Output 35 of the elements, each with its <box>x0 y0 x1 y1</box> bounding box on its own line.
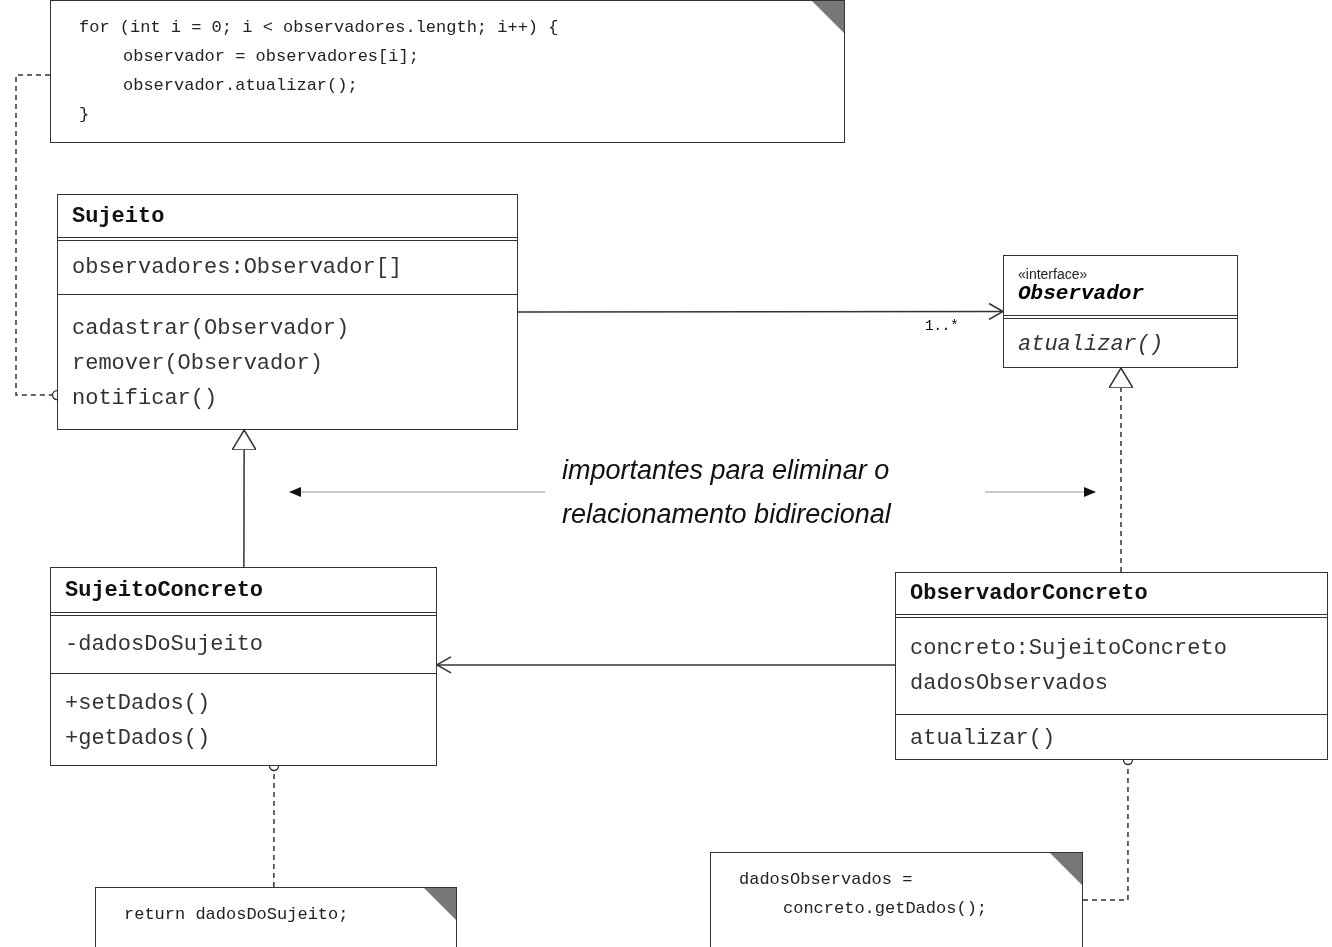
code-line: observador = observadores[i]; <box>122 46 420 68</box>
class-box <box>1003 255 1238 368</box>
member-text: atualizar() <box>910 725 1057 751</box>
member-text: concreto:SujeitoConcreto <box>910 636 1228 661</box>
code-line: for (int i = 0; i < observadores.length; i++) { <box>79 17 560 39</box>
class-box <box>50 567 437 766</box>
member-text: +getDados() <box>65 725 212 751</box>
class-name: Sujeito <box>72 203 166 229</box>
member-text: +setDados() <box>65 690 212 716</box>
member-text: observadores:Observador[] <box>72 255 404 280</box>
note-box <box>95 887 457 947</box>
stereotype-text: «interface» <box>1018 266 1089 282</box>
member-text: remover(Observador) <box>72 350 324 376</box>
class-name: Observador <box>1018 282 1146 305</box>
class-name: ObservadorConcreto <box>910 581 1149 606</box>
member-text: cadastrar(Observador) <box>72 315 351 341</box>
code-line: concreto.getDados(); <box>782 898 989 920</box>
code-line: dadosObservados = <box>739 869 914 891</box>
member-text: dadosObservados <box>910 671 1110 696</box>
class-box <box>57 194 518 430</box>
member-text: -dadosDoSujeito <box>65 632 265 657</box>
code-line: } <box>79 104 91 126</box>
class-box <box>895 572 1328 760</box>
class-name: SujeitoConcreto <box>65 577 265 603</box>
arrow <box>436 656 896 674</box>
arrow <box>231 429 257 568</box>
member-text: notificar() <box>72 385 219 411</box>
dashed-connector <box>1108 367 1134 573</box>
annotation-text: importantes para eliminar o relacionamento bidirecional <box>562 454 893 531</box>
code-line: return dadosDoSujeito; <box>124 904 350 926</box>
code-line: observador.atualizar(); <box>122 75 359 97</box>
member-text: atualizar() <box>1018 331 1165 357</box>
arrow <box>517 302 1004 321</box>
note-box <box>710 852 1083 947</box>
note-box <box>50 0 845 143</box>
